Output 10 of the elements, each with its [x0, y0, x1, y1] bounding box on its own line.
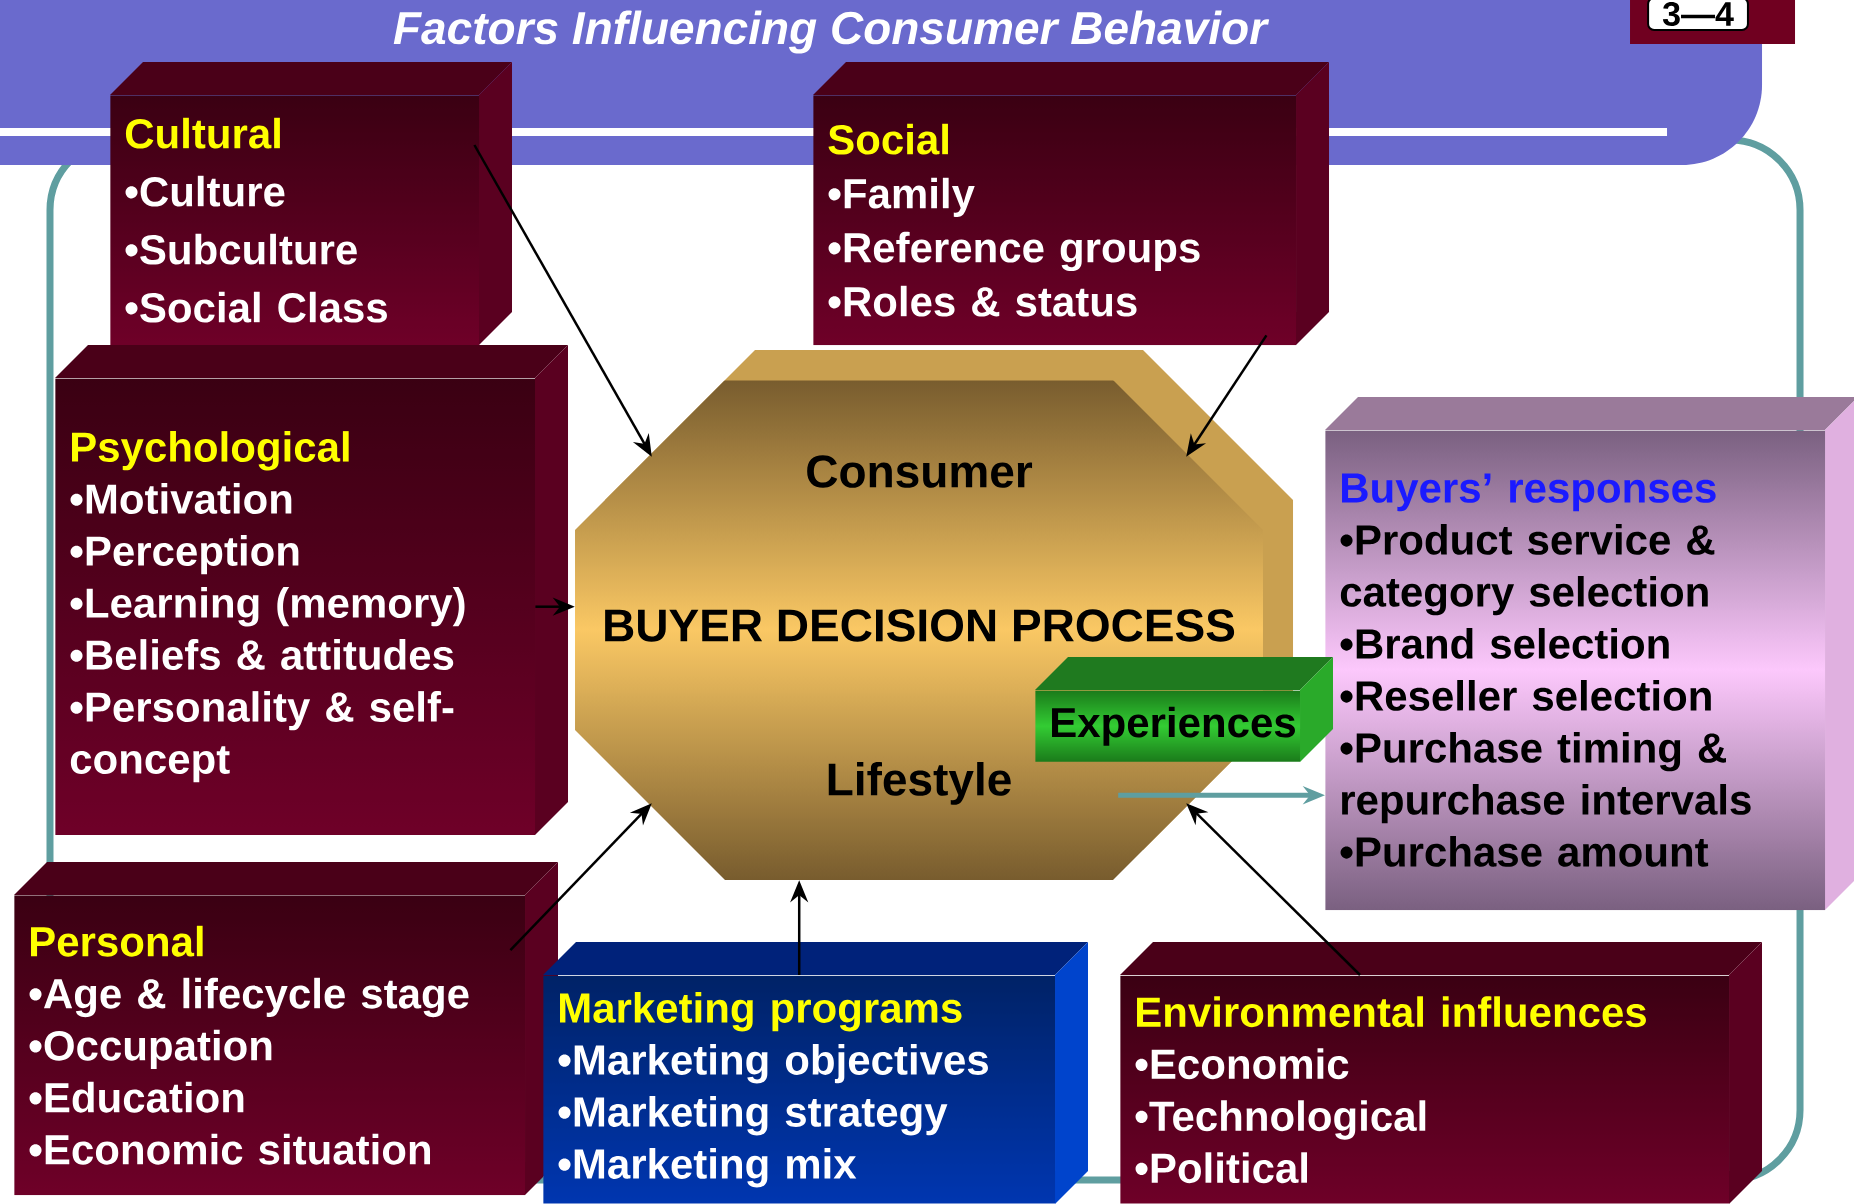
- factor-box: Cultural •Culture •Subculture •Social Class: [110, 62, 512, 346]
- factor-box: Marketing programs •Marketing objectives •Marketing strategy •Marketing mix: [543, 942, 1088, 1204]
- experiences-bar: Experiences: [1035, 657, 1333, 762]
- factor-box: Environmental influences •Economic •Technological •Political: [1120, 942, 1763, 1204]
- factor-box: Personal •Age & lifecycle stage •Occupation •Education •Economic situation: [14, 862, 558, 1196]
- responses-box: Buyers’ responses •Product service & category selection •Brand selection •Reseller selection •Purchase timing & repurchase intervals •Purchase amount: [1325, 397, 1854, 911]
- factor-box: Social •Family •Reference groups •Roles & status: [813, 62, 1329, 346]
- factor-box: Psychological •Motivation •Perception •Learning (memory) •Beliefs & attitudes •Personality & self-concept: [55, 345, 568, 836]
- title: Factors Influencing Consumer Behavior: [393, 10, 1270, 54]
- page-number-badge: 3—4: [1630, 0, 1796, 44]
